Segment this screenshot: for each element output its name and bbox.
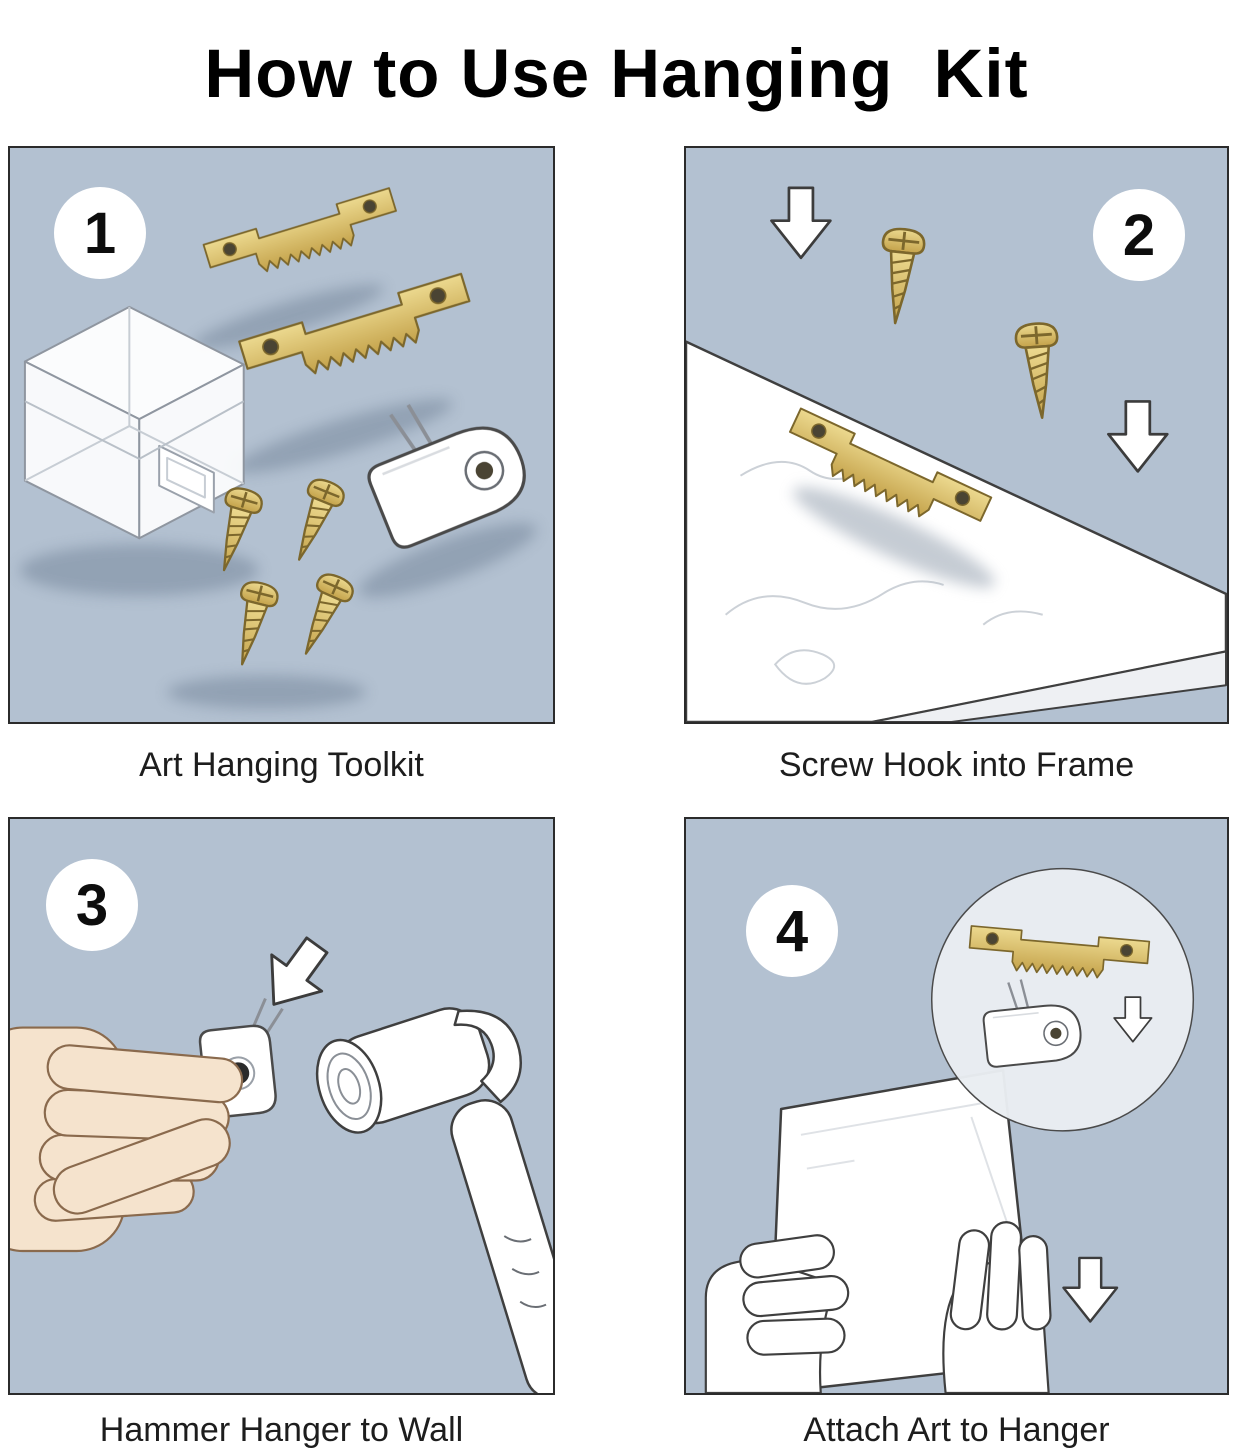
step-3-panel: 3 — [8, 817, 555, 1395]
step-1-panel: 1 — [8, 146, 555, 724]
shadows — [19, 284, 537, 710]
step-4-panel: 4 — [684, 817, 1229, 1395]
step-number: 3 — [75, 872, 109, 938]
step-number: 1 — [83, 200, 117, 266]
screw-icon — [1013, 320, 1065, 421]
step-3: 3 Hammer Hanger to Wall — [8, 817, 555, 1449]
toolkit-illustration — [19, 187, 538, 710]
screw-icon — [223, 577, 282, 671]
left-hand — [704, 1234, 850, 1393]
down-arrow-icon — [1107, 400, 1169, 473]
hammer-illustration — [10, 925, 553, 1393]
attach-art-illustration — [704, 867, 1195, 1393]
storage-box-icon — [23, 305, 245, 540]
step-2-caption: Screw Hook into Frame — [778, 746, 1135, 784]
title-bar: How to Use Hanging Kit — [0, 0, 1233, 146]
hammer-icon — [315, 1007, 553, 1393]
sawtooth-hanger-icon — [202, 187, 403, 288]
hanger-shadow — [793, 486, 996, 588]
step-number-badge: 4 — [746, 885, 838, 977]
screw-hook-illustration — [686, 186, 1227, 722]
step-1-caption: Art Hanging Toolkit — [139, 746, 424, 784]
page-title: How to Use Hanging Kit — [204, 34, 1029, 112]
screw-icon — [280, 474, 349, 568]
down-arrow-icon — [770, 186, 832, 260]
step-2-panel: 2 — [684, 146, 1229, 724]
step-number-badge: 2 — [1093, 189, 1185, 281]
right-hand — [942, 1221, 1052, 1393]
fingers — [33, 1044, 244, 1222]
step-number-badge: 1 — [54, 187, 146, 279]
screw-icon — [873, 225, 927, 327]
step-2: 2 Screw Hook into Frame — [684, 146, 1229, 817]
step-number: 2 — [1122, 202, 1156, 268]
frame-board — [686, 340, 1227, 722]
step-4: 4 Attach Art to Hanger — [684, 817, 1229, 1449]
step-4-caption: Attach Art to Hanger — [803, 1411, 1110, 1449]
step-1: 1 Art Hanging Toolkit — [8, 146, 555, 817]
screw-icon — [287, 568, 358, 663]
step-3-caption: Hammer Hanger to Wall — [99, 1411, 464, 1449]
zoom-circle — [930, 867, 1195, 1132]
steps-grid: 1 Art Hanging Toolkit — [0, 146, 1233, 1449]
step-number-badge: 3 — [46, 859, 138, 951]
step-number: 4 — [775, 898, 809, 964]
down-arrow-icon — [1062, 1256, 1119, 1323]
